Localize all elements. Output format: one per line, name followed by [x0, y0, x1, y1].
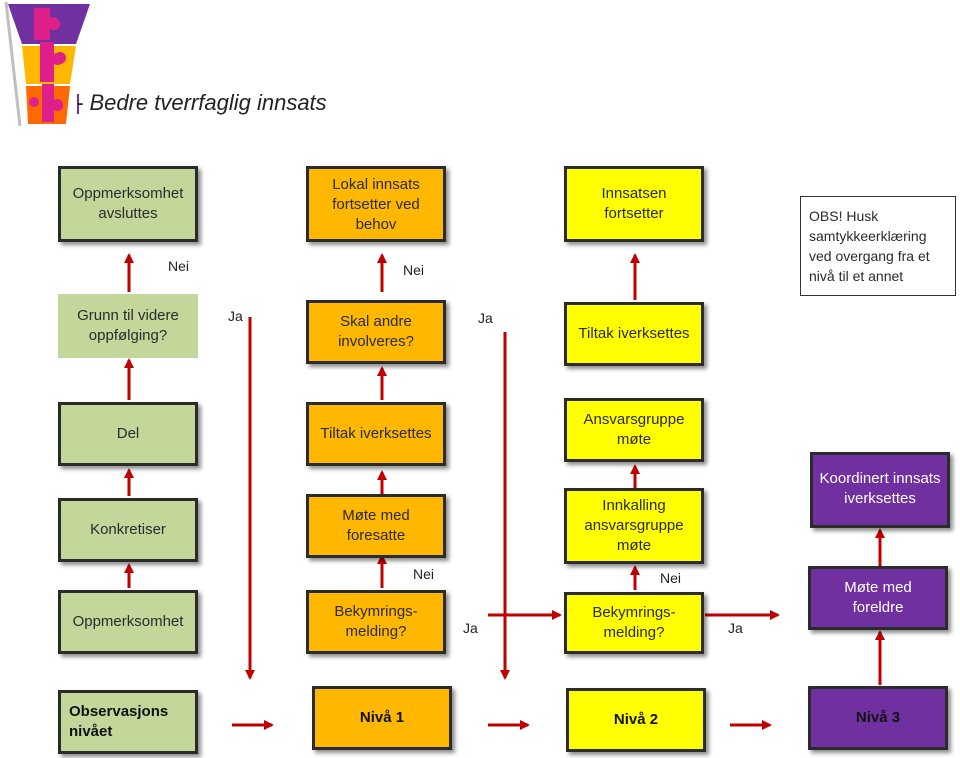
puzzle-logo-icon [4, 1, 94, 131]
konkretiser-box: Konkretiser [58, 498, 198, 562]
bekymring-1-box: Bekymrings- melding? [306, 590, 446, 654]
oppmerksomhet-avsluttes-box: Oppmerksomhet avsluttes [58, 166, 198, 242]
niva-2-box: Nivå 2 [566, 688, 706, 752]
koordinert-innsats-box: Koordinert innsats iverksettes [810, 452, 950, 528]
nei-label: Nei [413, 566, 435, 582]
ansvarsgruppe-mote-box: Ansvarsgruppe møte [564, 398, 704, 462]
ja-label: Ja [478, 310, 493, 326]
niva-3-box: Nivå 3 [808, 686, 948, 750]
tiltak-iverksettes-2-box: Tiltak iverksettes [564, 302, 704, 366]
bekymring-2-box: Bekymrings- melding? [564, 592, 704, 654]
niva-1-box: Nivå 1 [312, 686, 452, 750]
page-title: - Bedre tverrfaglig innsats [76, 90, 327, 115]
mote-foresatte-box: Møte med foresatte [306, 494, 446, 558]
observasjons-niva-box: Observasjons nivået [58, 690, 198, 754]
nei-label: Nei [660, 570, 682, 586]
oppmerksomhet-box: Oppmerksomhet [58, 590, 198, 654]
lokal-innsats-box: Lokal innsats fortsetter ved behov [306, 166, 446, 242]
obs-note-box: OBS! Husk samtykkeerklæring ved overgang… [800, 196, 956, 296]
skal-andre-box: Skal andre involveres? [306, 300, 446, 364]
nei-label: Nei [403, 262, 425, 278]
ja-label: Ja [728, 620, 743, 636]
innsatsen-fortsetter-box: Innsatsen fortsetter [564, 166, 704, 242]
innkalling-box: Innkalling ansvarsgruppe møte [564, 488, 704, 564]
grunn-videre-box: Grunn til videre oppfølging? [58, 294, 198, 358]
del-box: Del [58, 402, 198, 466]
ja-label: Ja [228, 308, 243, 324]
ja-label: Ja [463, 620, 478, 636]
nei-label: Nei [168, 258, 190, 274]
tiltak-iverksettes-1-box: Tiltak iverksettes [306, 402, 446, 466]
mote-foreldre-box: Møte med foreldre [808, 566, 948, 630]
